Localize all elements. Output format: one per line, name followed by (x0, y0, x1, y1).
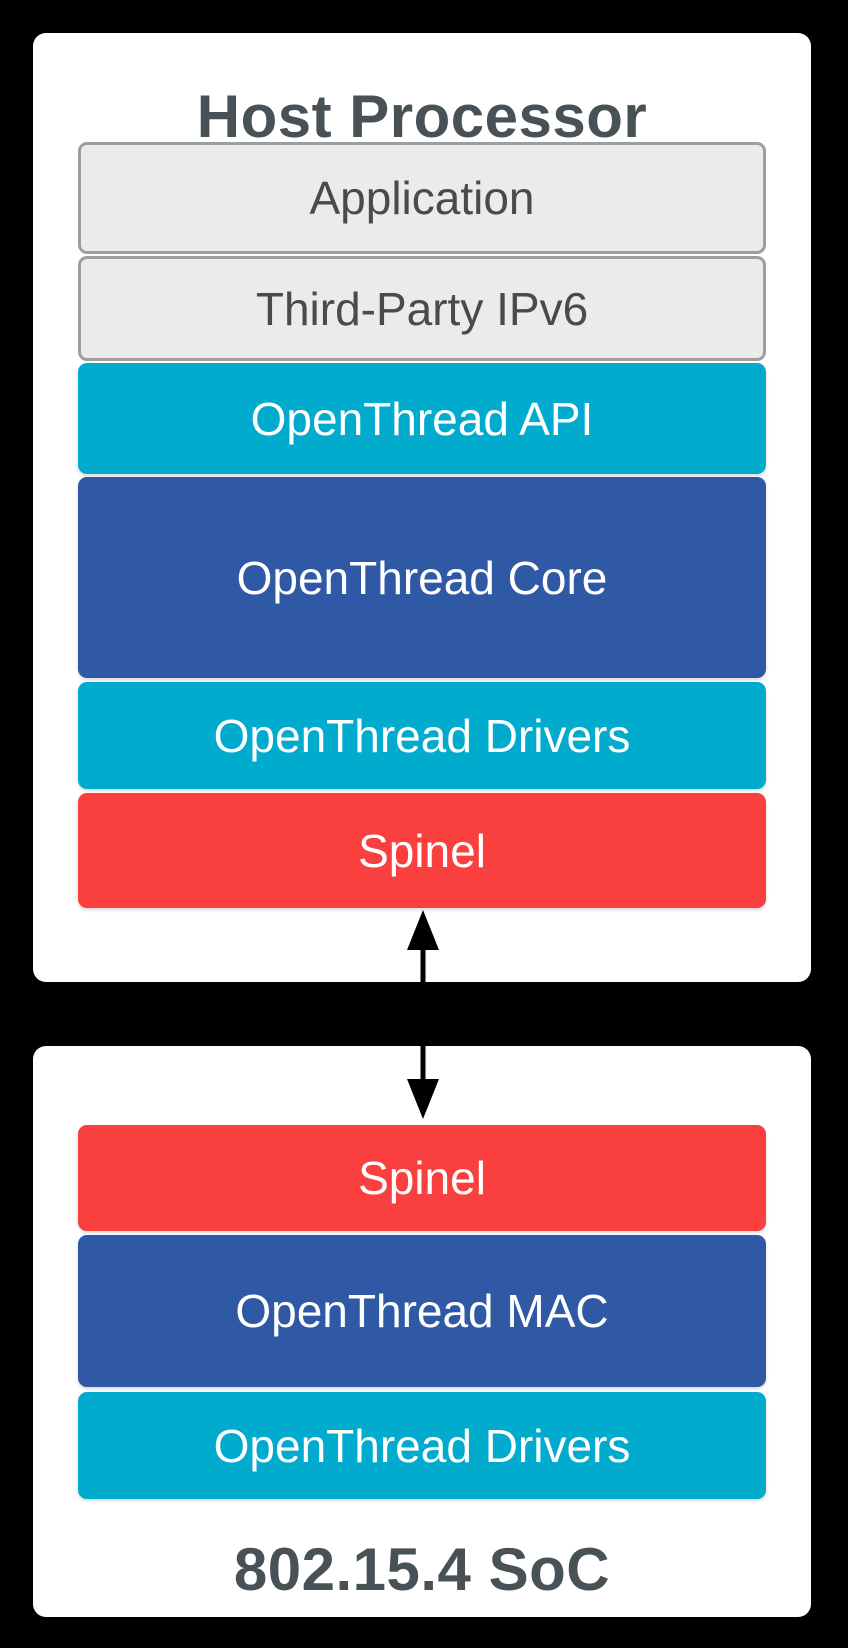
layer-spinel-soc: Spinel (78, 1125, 766, 1231)
layer-third-party-ipv6: Third-Party IPv6 (78, 256, 766, 361)
layer-openthread-drivers-soc: OpenThread Drivers (78, 1392, 766, 1499)
soc-title: 802.15.4 SoC (233, 1535, 611, 1603)
layer-application: Application (78, 142, 766, 254)
layer-openthread-api: OpenThread API (78, 363, 766, 474)
layer-openthread-drivers-host: OpenThread Drivers (78, 682, 766, 789)
layer-openthread-core: OpenThread Core (78, 477, 766, 678)
layer-spinel-host: Spinel (78, 793, 766, 908)
host-processor-card: Host Processor Application Third-Party I… (33, 33, 811, 982)
soc-card: Spinel OpenThread MAC OpenThread Drivers… (33, 1046, 811, 1617)
spinel-connection-arrow-icon (407, 910, 439, 1119)
host-processor-title: Host Processor (196, 82, 648, 150)
layer-openthread-mac: OpenThread MAC (78, 1235, 766, 1387)
